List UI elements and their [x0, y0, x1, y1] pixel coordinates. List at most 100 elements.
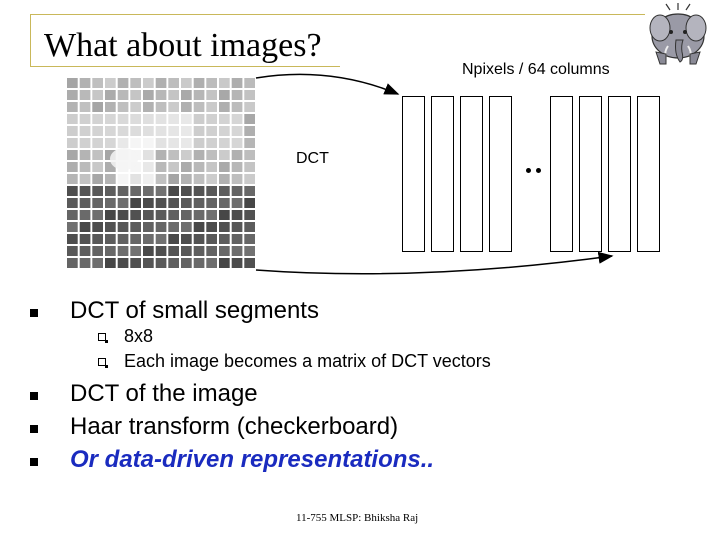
- image-segment: [206, 258, 217, 268]
- image-segment: [67, 198, 78, 208]
- image-segment: [193, 258, 205, 268]
- image-segment: [155, 138, 167, 148]
- image-segment: [79, 102, 91, 112]
- image-segment: [67, 186, 78, 196]
- image-segment: [193, 126, 205, 136]
- image-segment: [155, 150, 167, 160]
- image-segment: [79, 150, 91, 160]
- image-segment: [206, 198, 217, 208]
- image-segment: [219, 234, 230, 244]
- image-segment: [244, 162, 255, 172]
- image-segment: [155, 114, 167, 124]
- image-segment: [130, 198, 141, 208]
- ellipsis-dot: [536, 168, 541, 173]
- image-segment: [67, 102, 78, 112]
- image-segment: [79, 234, 91, 244]
- image-segment: [67, 90, 78, 100]
- image-segment: [67, 210, 78, 220]
- image-segment: [143, 210, 154, 220]
- image-segment: [193, 102, 205, 112]
- image-segment: [219, 222, 230, 232]
- image-segment: [130, 246, 141, 256]
- image-segment: [206, 150, 217, 160]
- image-segment: [206, 78, 217, 88]
- image-segment: [193, 162, 205, 172]
- image-segment: [219, 138, 230, 148]
- image-segment: [219, 126, 230, 136]
- image-segment: [193, 138, 205, 148]
- image-segment: [168, 138, 179, 148]
- image-segment: [67, 114, 78, 124]
- frame-vertical-line: [30, 14, 31, 66]
- image-segment: [168, 222, 179, 232]
- image-segment: [219, 102, 230, 112]
- image-segment: [92, 78, 103, 88]
- bullet-item: DCT of small segments: [70, 297, 319, 324]
- image-segment: [117, 138, 129, 148]
- image-segment: [105, 198, 116, 208]
- image-segment: [105, 258, 116, 268]
- image-segment: [181, 162, 192, 172]
- image-segment: [231, 150, 243, 160]
- image-segment: [219, 174, 230, 184]
- image-segment: [181, 114, 192, 124]
- image-segment: [244, 126, 255, 136]
- image-segment: [117, 234, 129, 244]
- image-segment: [155, 90, 167, 100]
- image-segment: [244, 102, 255, 112]
- image-segment: [206, 114, 217, 124]
- image-highlight: [110, 148, 138, 170]
- image-segment: [92, 162, 103, 172]
- image-segment: [143, 222, 154, 232]
- arrow-bottom: [255, 251, 614, 275]
- image-segment: [92, 198, 103, 208]
- arrow-top: [255, 73, 400, 95]
- image-segment: [219, 114, 230, 124]
- image-segment: [92, 90, 103, 100]
- image-segment: [155, 78, 167, 88]
- image-segment: [117, 78, 129, 88]
- image-segment: [143, 78, 154, 88]
- image-segment: [231, 234, 243, 244]
- image-segment: [130, 162, 141, 172]
- image-segment: [193, 174, 205, 184]
- image-segment: [168, 198, 179, 208]
- image-segment: [79, 210, 91, 220]
- image-segment: [92, 150, 103, 160]
- image-segment: [105, 174, 116, 184]
- image-segment: [117, 198, 129, 208]
- image-segment: [117, 210, 129, 220]
- image-segment: [143, 90, 154, 100]
- ellipsis-dot: [526, 168, 531, 173]
- image-segment: [105, 126, 116, 136]
- image-segment: [92, 186, 103, 196]
- image-segment: [244, 234, 255, 244]
- image-segment: [105, 138, 116, 148]
- image-segment: [130, 222, 141, 232]
- image-segment: [143, 150, 154, 160]
- image-segment: [193, 150, 205, 160]
- dct-column-vector: [550, 96, 573, 252]
- image-segment: [143, 114, 154, 124]
- image-segment: [244, 246, 255, 256]
- image-segment: [79, 138, 91, 148]
- image-segment: [231, 114, 243, 124]
- image-segment: [130, 234, 141, 244]
- image-segment: [155, 198, 167, 208]
- bullet-item: Or data-driven representations..: [70, 446, 435, 473]
- hollow-square-bullet-icon: [98, 358, 108, 368]
- image-segment: [67, 258, 78, 268]
- image-segment: [219, 258, 230, 268]
- image-segment: [231, 138, 243, 148]
- segmented-image-grid: [67, 78, 255, 268]
- image-segment: [117, 174, 129, 184]
- image-segment: [181, 222, 192, 232]
- image-segment: [193, 90, 205, 100]
- image-segment: [92, 174, 103, 184]
- image-segment: [206, 138, 217, 148]
- image-segment: [105, 162, 116, 172]
- image-segment: [168, 126, 179, 136]
- image-segment: [143, 258, 154, 268]
- image-segment: [193, 246, 205, 256]
- bullet-item: DCT of the image: [70, 380, 258, 407]
